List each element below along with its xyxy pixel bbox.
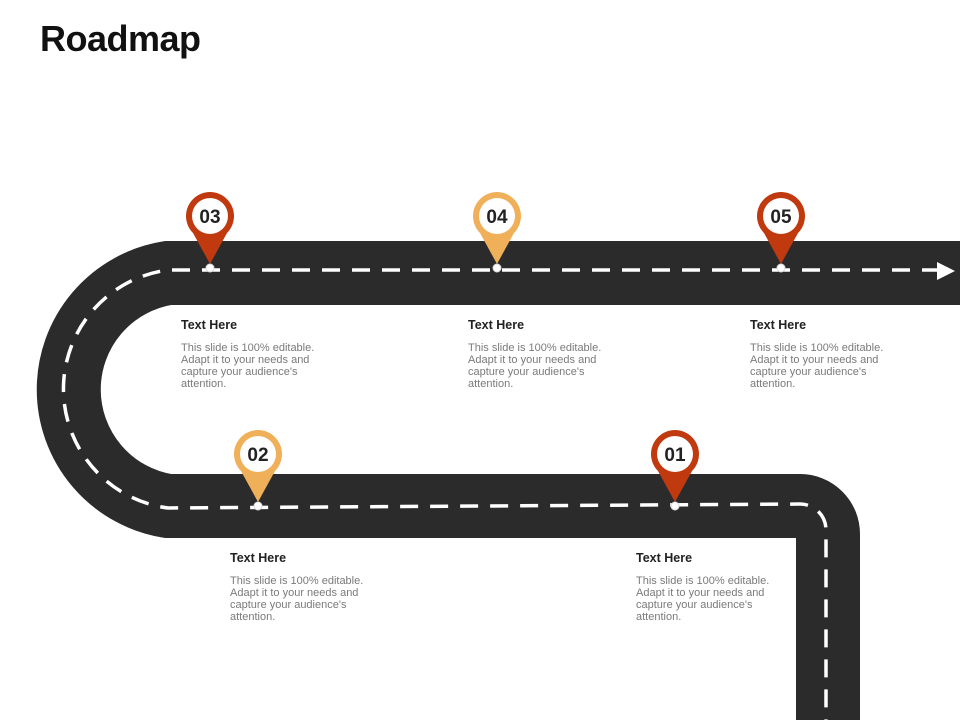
pin-anchor-dot: [253, 501, 263, 511]
milestone-card-05: Text Here This slide is 100% editable. A…: [750, 318, 900, 390]
milestone-pin-05: 05: [757, 192, 805, 273]
milestone-title: Text Here: [230, 551, 287, 565]
milestone-pin-01: 01: [651, 430, 699, 511]
milestone-body: This slide is 100% editable. Adapt it to…: [181, 342, 315, 390]
milestone-body: This slide is 100% editable. Adapt it to…: [468, 342, 602, 390]
milestone-card-04: Text Here This slide is 100% editable. A…: [468, 318, 618, 390]
milestone-title: Text Here: [750, 318, 807, 332]
pin-inner-circle: [479, 198, 515, 234]
milestone-card-03: Text Here This slide is 100% editable. A…: [181, 318, 331, 390]
milestone-pin-03: 03: [186, 192, 234, 273]
road-center-line: [61, 268, 940, 720]
milestone-body: This slide is 100% editable. Adapt it to…: [636, 575, 770, 623]
milestone-card-02: Text Here This slide is 100% editable. A…: [230, 551, 380, 623]
pin-inner-circle: [763, 198, 799, 234]
arrow-right-icon: [937, 262, 955, 280]
pin-anchor-dot: [670, 501, 680, 511]
milestone-title: Text Here: [636, 551, 693, 565]
pin-anchor-dot: [205, 263, 215, 273]
page-title: Roadmap: [40, 18, 201, 59]
pin-inner-circle: [657, 436, 693, 472]
pin-anchor-dot: [776, 263, 786, 273]
milestone-number: 04: [486, 207, 508, 228]
milestone-title: Text Here: [181, 318, 238, 332]
road: [36, 241, 960, 720]
milestone-body: This slide is 100% editable. Adapt it to…: [230, 575, 364, 623]
milestone-card-01: Text Here This slide is 100% editable. A…: [636, 551, 786, 623]
milestone-title: Text Here: [468, 318, 525, 332]
milestone-body: This slide is 100% editable. Adapt it to…: [750, 342, 884, 390]
milestone-number: 02: [247, 445, 268, 466]
pin-inner-circle: [240, 436, 276, 472]
pin-anchor-dot: [492, 263, 502, 273]
milestone-number: 03: [199, 207, 220, 228]
milestone-number: 05: [770, 207, 792, 228]
milestone-pin-02: 02: [234, 430, 282, 511]
milestone-number: 01: [664, 445, 686, 466]
milestone-pin-04: 04: [473, 192, 521, 273]
pin-inner-circle: [192, 198, 228, 234]
